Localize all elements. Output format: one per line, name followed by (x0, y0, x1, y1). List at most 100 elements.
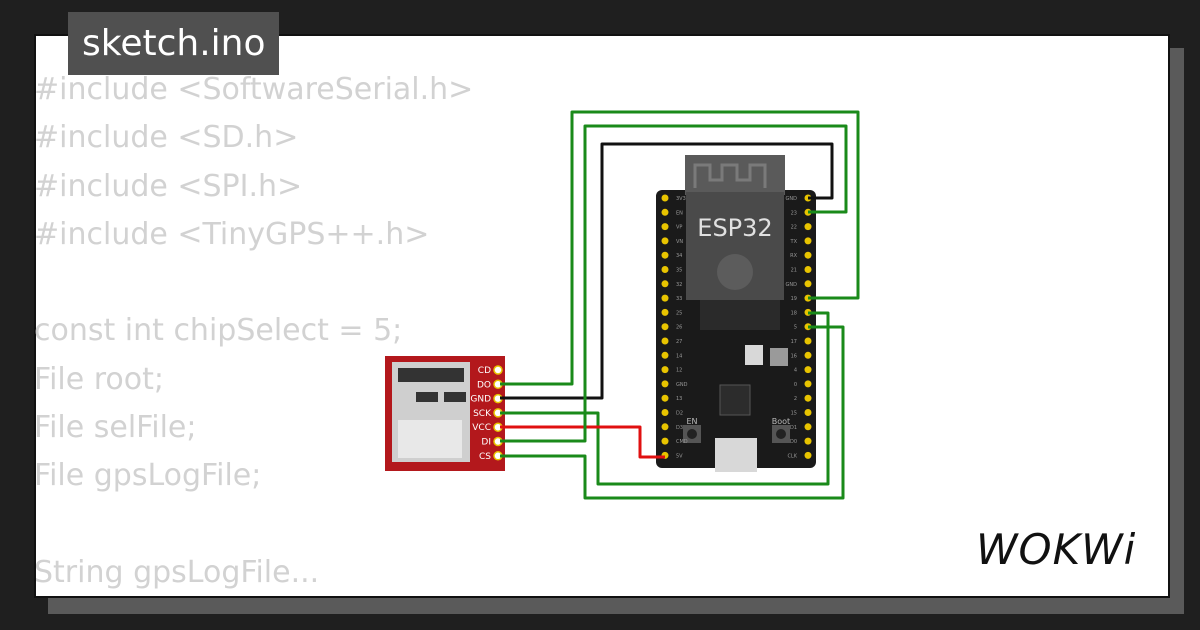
esp32-pin-label: 5 (794, 325, 797, 331)
code-line: String gpsLogFile... (34, 554, 320, 590)
esp32-pin-label: 22 (791, 225, 797, 231)
esp32-pin-left[interactable] (661, 366, 669, 374)
esp32-pin-label: 13 (676, 396, 682, 402)
esp32-pin-label: TX (790, 239, 798, 245)
esp32-pin-label: 3V3 (676, 196, 686, 202)
wires (500, 110, 860, 500)
esp32-pin-left[interactable] (661, 308, 669, 316)
esp32-pin-label: VP (676, 225, 682, 231)
code-line: File gpsLogFile; (34, 458, 262, 494)
esp32-pin-label: RX (790, 253, 797, 259)
boot-label: Boot (772, 417, 790, 426)
esp32-pin-left[interactable] (661, 208, 669, 216)
esp32-pin-label: 21 (791, 268, 797, 274)
esp32-pin-label: 17 (791, 339, 797, 345)
en-label: EN (686, 417, 697, 426)
esp32-pin-left[interactable] (661, 294, 669, 302)
esp32-pin-left[interactable] (661, 394, 669, 402)
esp32-pin-left[interactable] (661, 437, 669, 445)
usb-uart-chip (719, 384, 751, 416)
esp32-pin-label: 26 (676, 325, 682, 331)
code-listing: #include <SoftwareSerial.h> #include <SD.… (34, 66, 473, 597)
esp32-pin-right[interactable] (804, 223, 812, 231)
esp32-pin-left[interactable] (661, 423, 669, 431)
esp32-pin-label: 2 (794, 396, 797, 402)
esp32-pin-label: D0 (790, 439, 797, 445)
esp32-pin-label: 34 (676, 253, 682, 259)
esp32-pin-label: 14 (676, 353, 682, 359)
sd-pin-label: CS (479, 452, 491, 462)
esp32-pin-label: VN (676, 239, 683, 245)
code-line: #include <SPI.h> (34, 168, 303, 204)
esp32-pin-right[interactable] (804, 366, 812, 374)
esp32-pin-label: 0 (794, 382, 797, 388)
sd-pin-label: VCC (472, 423, 491, 433)
esp32-pin-left[interactable] (661, 323, 669, 331)
esp32-pin-right[interactable] (804, 351, 812, 359)
esp32-pin-right[interactable] (804, 394, 812, 402)
sd-pin-label: DI (481, 438, 491, 448)
esp32-pin-label: 19 (791, 296, 797, 302)
wire-sck (500, 311, 830, 486)
esp32-pin-label: 33 (676, 296, 682, 302)
wire-cs (500, 325, 845, 500)
esp32-pin-label: 25 (676, 310, 682, 316)
sd-pin[interactable] (493, 365, 503, 375)
esp32-pin-left[interactable] (661, 194, 669, 202)
esp32-pin-label: D2 (676, 411, 683, 417)
esp32-pin-right[interactable] (804, 337, 812, 345)
esp32-pin-left[interactable] (661, 266, 669, 273)
esp32-pin-label: 35 (676, 268, 682, 274)
esp32-pin-label: 27 (676, 339, 682, 345)
esp32-pin-left[interactable] (661, 409, 669, 416)
esp32-pin-left[interactable] (661, 223, 669, 231)
esp32-pin-right[interactable] (804, 251, 812, 259)
regulator (745, 345, 763, 365)
esp32-pin-right[interactable] (804, 451, 812, 459)
antenna-area (685, 155, 785, 195)
esp32-pin-left[interactable] (661, 337, 669, 345)
esp32-pin-right[interactable] (804, 437, 812, 445)
sd-pin-label: GND (470, 395, 491, 405)
esp32-pin-left[interactable] (661, 351, 669, 359)
esp32-pin-label: EN (676, 210, 683, 216)
esp32-pin-label: CMD (676, 439, 688, 445)
esp32-pin-label: 15 (791, 411, 797, 417)
esp32-pin-label: 23 (791, 210, 797, 216)
code-line: #include <TinyGPS++.h> (34, 216, 430, 252)
wire-di (500, 124, 848, 443)
esp32-pin-right[interactable] (804, 237, 812, 245)
wire-vcc (500, 425, 665, 459)
esp32-pin-left[interactable] (661, 237, 669, 245)
code-line: const int chipSelect = 5; (34, 313, 403, 349)
esp32-pin-label: D3 (676, 425, 683, 431)
esp32-pin-label: 16 (791, 353, 797, 359)
code-line: #include <SD.h> (34, 120, 299, 156)
esp32-pin-left[interactable] (661, 251, 669, 259)
esp32-board[interactable]: ESP32 EN Boot 3V3ENVPVN34353233252627141… (656, 155, 816, 472)
sd-pin-label: DO (477, 380, 491, 390)
esp32-pin-left[interactable] (661, 280, 669, 288)
wokwi-logo[interactable]: WOKWi (976, 525, 1137, 574)
code-line: #include <SoftwareSerial.h> (34, 72, 474, 107)
esp32-pin-label: 12 (676, 368, 682, 374)
code-line: File selFile; (34, 410, 197, 446)
esp32-pin-label: 32 (676, 282, 682, 288)
esp32-pin-label: D1 (790, 425, 797, 431)
esp32-pin-left[interactable] (661, 380, 669, 388)
esp32-pin-right[interactable] (804, 409, 812, 416)
esp32-pin-label: GND (786, 282, 798, 288)
esp32-pin-label: 18 (791, 310, 797, 316)
espressif-logo-icon (717, 254, 753, 290)
esp32-pin-right[interactable] (804, 380, 812, 388)
file-tab[interactable]: sketch.ino (68, 12, 280, 75)
esp32-pin-right[interactable] (804, 423, 812, 431)
esp32-pin-label: CLK (787, 453, 797, 459)
micro-usb-port-icon[interactable] (715, 438, 757, 472)
sd-pin-label: SCK (473, 409, 492, 419)
esp32-pin-right[interactable] (804, 280, 812, 288)
esp32-pin-right[interactable] (804, 266, 812, 273)
